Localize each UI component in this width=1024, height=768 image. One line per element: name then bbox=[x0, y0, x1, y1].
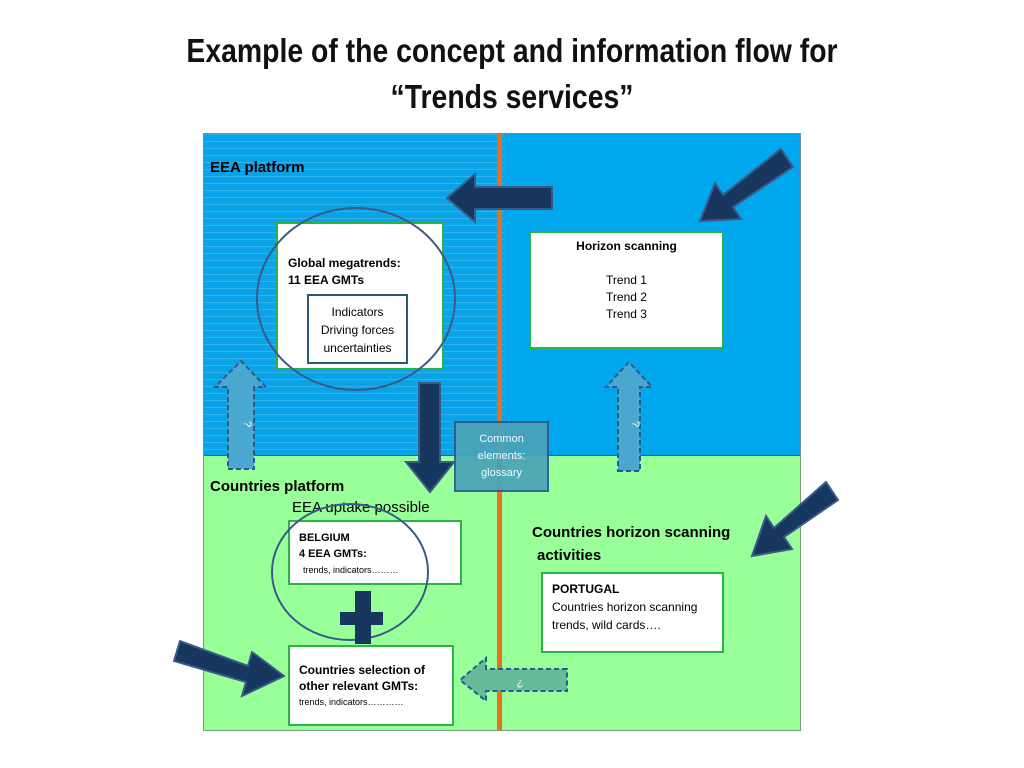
selection-line-2: other relevant GMTs: bbox=[299, 679, 419, 693]
countries-selection-box bbox=[288, 645, 454, 726]
slide-title: Example of the concept and information f… bbox=[123, 28, 900, 120]
question-mark-bottom: ? bbox=[517, 677, 523, 689]
portugal-line-2: Countries horizon scanning bbox=[552, 600, 698, 614]
belgium-circle bbox=[271, 503, 429, 641]
horizon-scanning-heading: Horizon scanning bbox=[576, 239, 677, 253]
selection-line-3: trends, indicators………… bbox=[299, 697, 404, 707]
arrow-bottom-left bbox=[172, 639, 286, 698]
common-elements-box bbox=[454, 421, 549, 492]
arrow-diagonal-top-right bbox=[698, 147, 795, 223]
countries-selection-text: Countries selection of other relevant GM… bbox=[299, 662, 425, 710]
portugal-text: PORTUGAL Countries horizon scanning tren… bbox=[552, 580, 697, 634]
selection-line-1: Countries selection of bbox=[299, 663, 426, 677]
common-line-1: Common bbox=[479, 433, 524, 445]
countries-platform-label: Countries platform bbox=[210, 478, 345, 495]
trend-1: Trend 1 bbox=[606, 273, 647, 287]
portugal-line-3: trends, wild cards…. bbox=[552, 618, 661, 632]
horizon-scanning-box bbox=[529, 231, 724, 349]
arrow-left-top bbox=[445, 171, 553, 225]
horizon-scanning-text: Horizon scanning Trend 1 Trend 2 Trend 3 bbox=[529, 238, 724, 323]
eea-platform-label: EEA platform bbox=[210, 159, 305, 176]
arrow-diagonal-bottom-right bbox=[750, 480, 840, 558]
dashed-arrow-left-bottom bbox=[458, 655, 568, 704]
dashed-arrow-up-left bbox=[212, 359, 269, 470]
title-line-2: “Trends services” bbox=[390, 78, 634, 115]
countries-horizon-label-2: activities bbox=[537, 547, 602, 564]
question-mark-right: ? bbox=[629, 421, 641, 427]
arrow-down-global bbox=[403, 382, 457, 494]
countries-horizon-label: Countries horizon scanning activities bbox=[532, 521, 730, 567]
portugal-line-1: PORTUGAL bbox=[552, 582, 620, 596]
common-line-3: glossary bbox=[481, 467, 522, 479]
trend-2: Trend 2 bbox=[606, 290, 647, 304]
countries-horizon-label-1: Countries horizon scanning bbox=[532, 524, 731, 541]
dashed-arrow-up-right bbox=[603, 360, 655, 472]
question-mark-left: ? bbox=[241, 421, 253, 427]
title-line-1: Example of the concept and information f… bbox=[186, 32, 838, 69]
common-line-2: elements: bbox=[477, 450, 526, 462]
portugal-box bbox=[541, 572, 724, 653]
trend-3: Trend 3 bbox=[606, 307, 647, 321]
common-elements-text: Common elements: glossary bbox=[454, 431, 549, 482]
global-megatrends-circle bbox=[256, 207, 456, 391]
plus-sign bbox=[340, 591, 383, 644]
